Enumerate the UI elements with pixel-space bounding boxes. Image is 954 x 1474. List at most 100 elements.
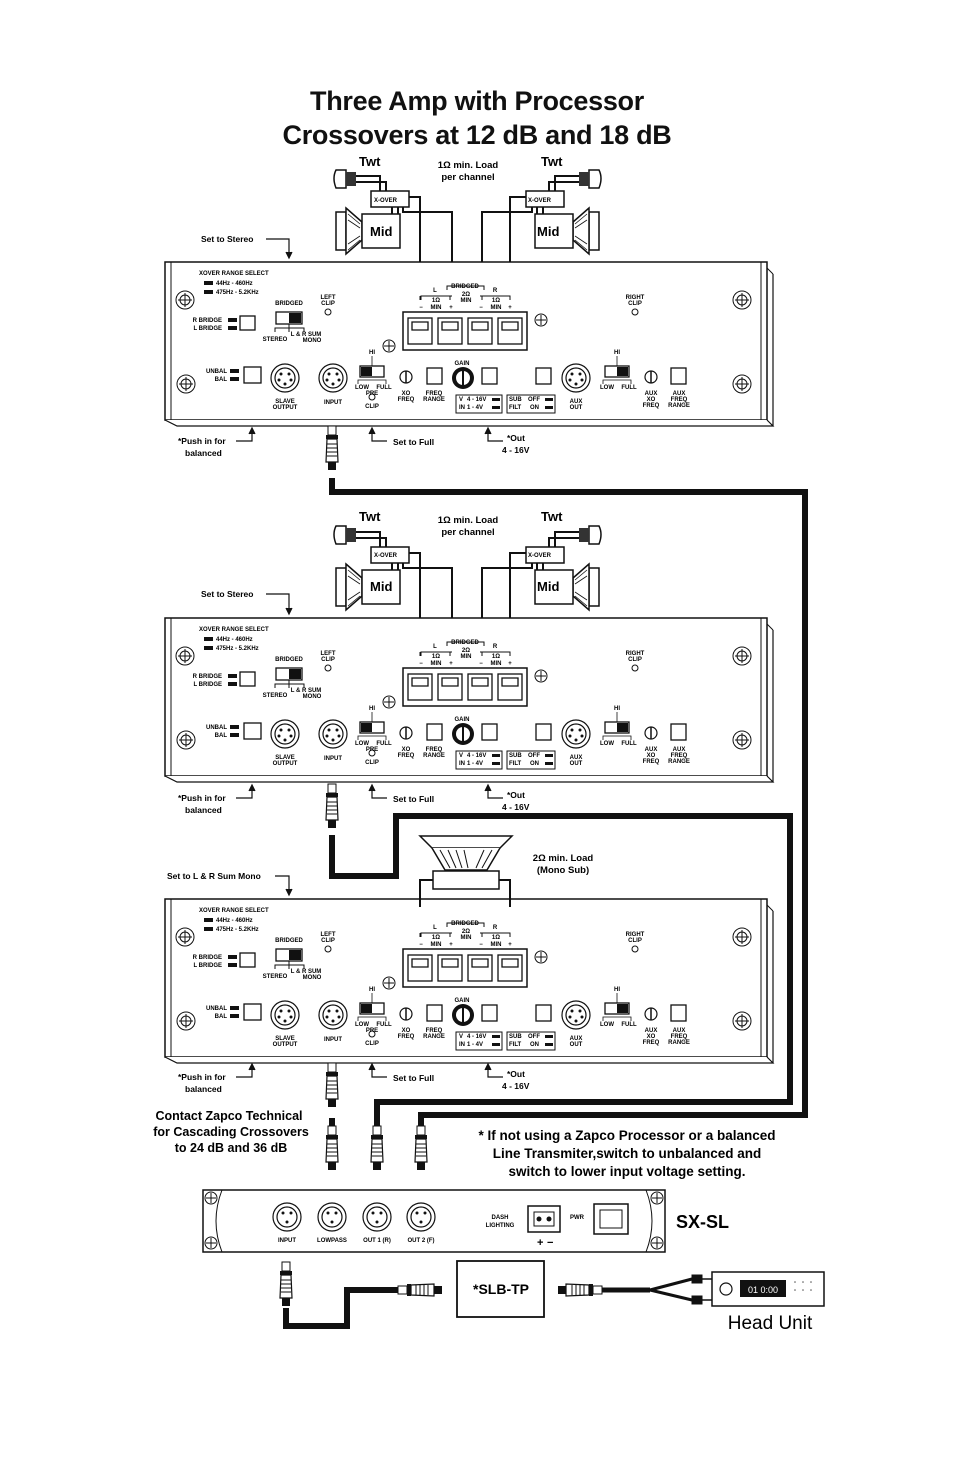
amp-1-label-minus: − (479, 305, 483, 311)
amp-2-label-full: FULL (376, 741, 392, 747)
speaker-set-2 (333, 525, 601, 627)
amp-3-label-left-clip-1: LEFT (321, 932, 336, 938)
amp-1-label-ohm2: 2Ω (462, 292, 470, 298)
note-out-1b: 4 - 16V (502, 445, 530, 455)
amp-1-label-slave-2: OUTPUT (273, 405, 298, 411)
amp-2-label-bridged: BRIDGED (275, 657, 303, 663)
amp-3-label-in: IN (459, 1042, 465, 1048)
note-push-2b: balanced (185, 805, 222, 815)
amp-2-label-aux: AUX (570, 755, 583, 761)
amp-3-label-lr-sum: L & R SUM (291, 969, 322, 975)
amp-1-label-freq: FREQ (398, 397, 415, 403)
amp-1-label-ohm1: 1Ω (492, 298, 500, 304)
amp-3-label-filt: FILT (509, 1042, 522, 1048)
amp-1-label-xo: XO (402, 391, 411, 397)
amp-1-label-min: MIN (431, 305, 442, 311)
amp-1-label-left-clip-1: LEFT (321, 295, 336, 301)
proc-name: SX-SL (676, 1212, 729, 1232)
sub-load-2: (Mono Sub) (537, 865, 589, 876)
amp-1-label-term-l: L (433, 288, 437, 294)
note-push-1b: balanced (185, 448, 222, 458)
amp-1-label-full: FULL (621, 385, 637, 391)
note-warn-3: switch to lower input voltage setting. (508, 1164, 745, 1179)
amp-2-label-ohm2: 2Ω (462, 648, 470, 654)
amp-2-label-plus: + (508, 661, 512, 667)
amp-2-label-on: ON (530, 761, 539, 767)
amp-2-label-freq-range-2: RANGE (423, 753, 445, 759)
amp-3-label-freq-range-1: FREQ (426, 1028, 443, 1034)
amp-2-label-r-bridge: R BRIDGE (193, 674, 222, 680)
amp-1-label-term-bridged: BRIDGED (451, 284, 479, 290)
amp-2-label-v-high: 4 - 16V (467, 753, 486, 759)
amp-1-label-v: V (459, 397, 463, 403)
amp-2-label-full: FULL (621, 741, 637, 747)
load-label-1b: per channel (441, 172, 494, 183)
amp-1-label-pre: PRE (366, 391, 378, 397)
amp-2-label-pre: PRE (366, 747, 378, 753)
amp-3-label-right-clip-1: RIGHT (626, 932, 645, 938)
amp-1-label-slave-1: SLAVE (275, 399, 295, 405)
note-warn-1: * If not using a Zapco Processor or a ba… (478, 1128, 775, 1143)
amp-1-label-hi: HI (614, 350, 620, 356)
amp-2-label-min: MIN (491, 661, 502, 667)
amp-2-label-range-high: 475Hz - 5.2KHz (216, 646, 259, 652)
amp-2-label-aux-xo-3: FREQ (643, 759, 660, 765)
amp-2-label-xo: XO (402, 747, 411, 753)
annotation-arrows (236, 238, 503, 1078)
amp-2-label-ohm1: 1Ω (432, 654, 440, 660)
amp-1-label-aux-fr-2: FREQ (671, 397, 688, 403)
amp-2-label-v-low: 1 - 4V (467, 761, 483, 767)
amp-3-label-hi: HI (369, 987, 375, 993)
proc-out2-label: OUT 2 (F) (408, 1238, 435, 1244)
xover-label-l2: X-OVER (374, 553, 398, 559)
twt-label-r1: Twt (541, 154, 563, 169)
amp-2-label-low: LOW (355, 741, 369, 747)
note-out-3a: *Out (507, 1069, 525, 1079)
note-push-3a: *Push in for (178, 1072, 226, 1082)
amp-2-label-aux-xo-2: XO (647, 753, 656, 759)
proc-dash-1: DASH (491, 1215, 508, 1221)
amp-2-label-in: IN (459, 761, 465, 767)
mid-label-l2: Mid (370, 579, 392, 594)
xover-label-r1: X-OVER (528, 198, 552, 204)
speaker-text-2: Twt Twt X-OVER X-OVER Mid Mid 1Ω min. Lo… (359, 509, 563, 594)
amp-2-label-hi: HI (614, 706, 620, 712)
amp-3-label-v-low: 1 - 4V (467, 1042, 483, 1048)
note-contact-1: Contact Zapco Technical (155, 1109, 302, 1123)
amp-2-label-aux-fr-3: RANGE (668, 759, 690, 765)
amp-1-label-stereo: STEREO (263, 337, 288, 343)
note-out-3b: 4 - 16V (502, 1081, 530, 1091)
amp-2-label-off: OFF (528, 753, 540, 759)
amp-1-label-lr-sum: L & R SUM (291, 332, 322, 338)
sub-load-1: 2Ω min. Load (533, 853, 594, 864)
amp-1-label-right-clip-1: RIGHT (626, 295, 645, 301)
note-warn-2: Line Transmiter,switch to unbalanced and (493, 1146, 762, 1161)
amp-3-label-gain: GAIN (455, 998, 470, 1004)
proc-pwr: PWR (570, 1215, 585, 1221)
amp-1-label-bal: BAL (215, 377, 228, 383)
amp-1-label-plus: + (449, 305, 453, 311)
amp-1-label-min: MIN (491, 305, 502, 311)
note-push-2a: *Push in for (178, 793, 226, 803)
amp-3-label-aux-xo-1: AUX (645, 1028, 658, 1034)
note-contact-3: to 24 dB and 36 dB (175, 1141, 288, 1155)
amp-1-label-on: ON (530, 405, 539, 411)
speaker-set-1 (333, 169, 601, 271)
amp-3-label-low: LOW (355, 1022, 369, 1028)
amp-2-label-slave-1: SLAVE (275, 755, 295, 761)
amp-3-label-right-clip-2: CLIP (628, 938, 642, 944)
amp-3-label-min: MIN (491, 942, 502, 948)
amp-2-label-xover-range-select: XOVER RANGE SELECT (199, 627, 269, 633)
amp-3-label-min: MIN (461, 935, 472, 941)
amp-1-label-sub: SUB (509, 397, 522, 403)
amp-3-label-xo: XO (402, 1028, 411, 1034)
note-out-2a: *Out (507, 790, 525, 800)
proc-minus: − (547, 1237, 553, 1249)
head-unit-wire (602, 1274, 712, 1305)
twt-label-l2: Twt (359, 509, 381, 524)
amp-1-label-out: OUT (570, 405, 583, 411)
